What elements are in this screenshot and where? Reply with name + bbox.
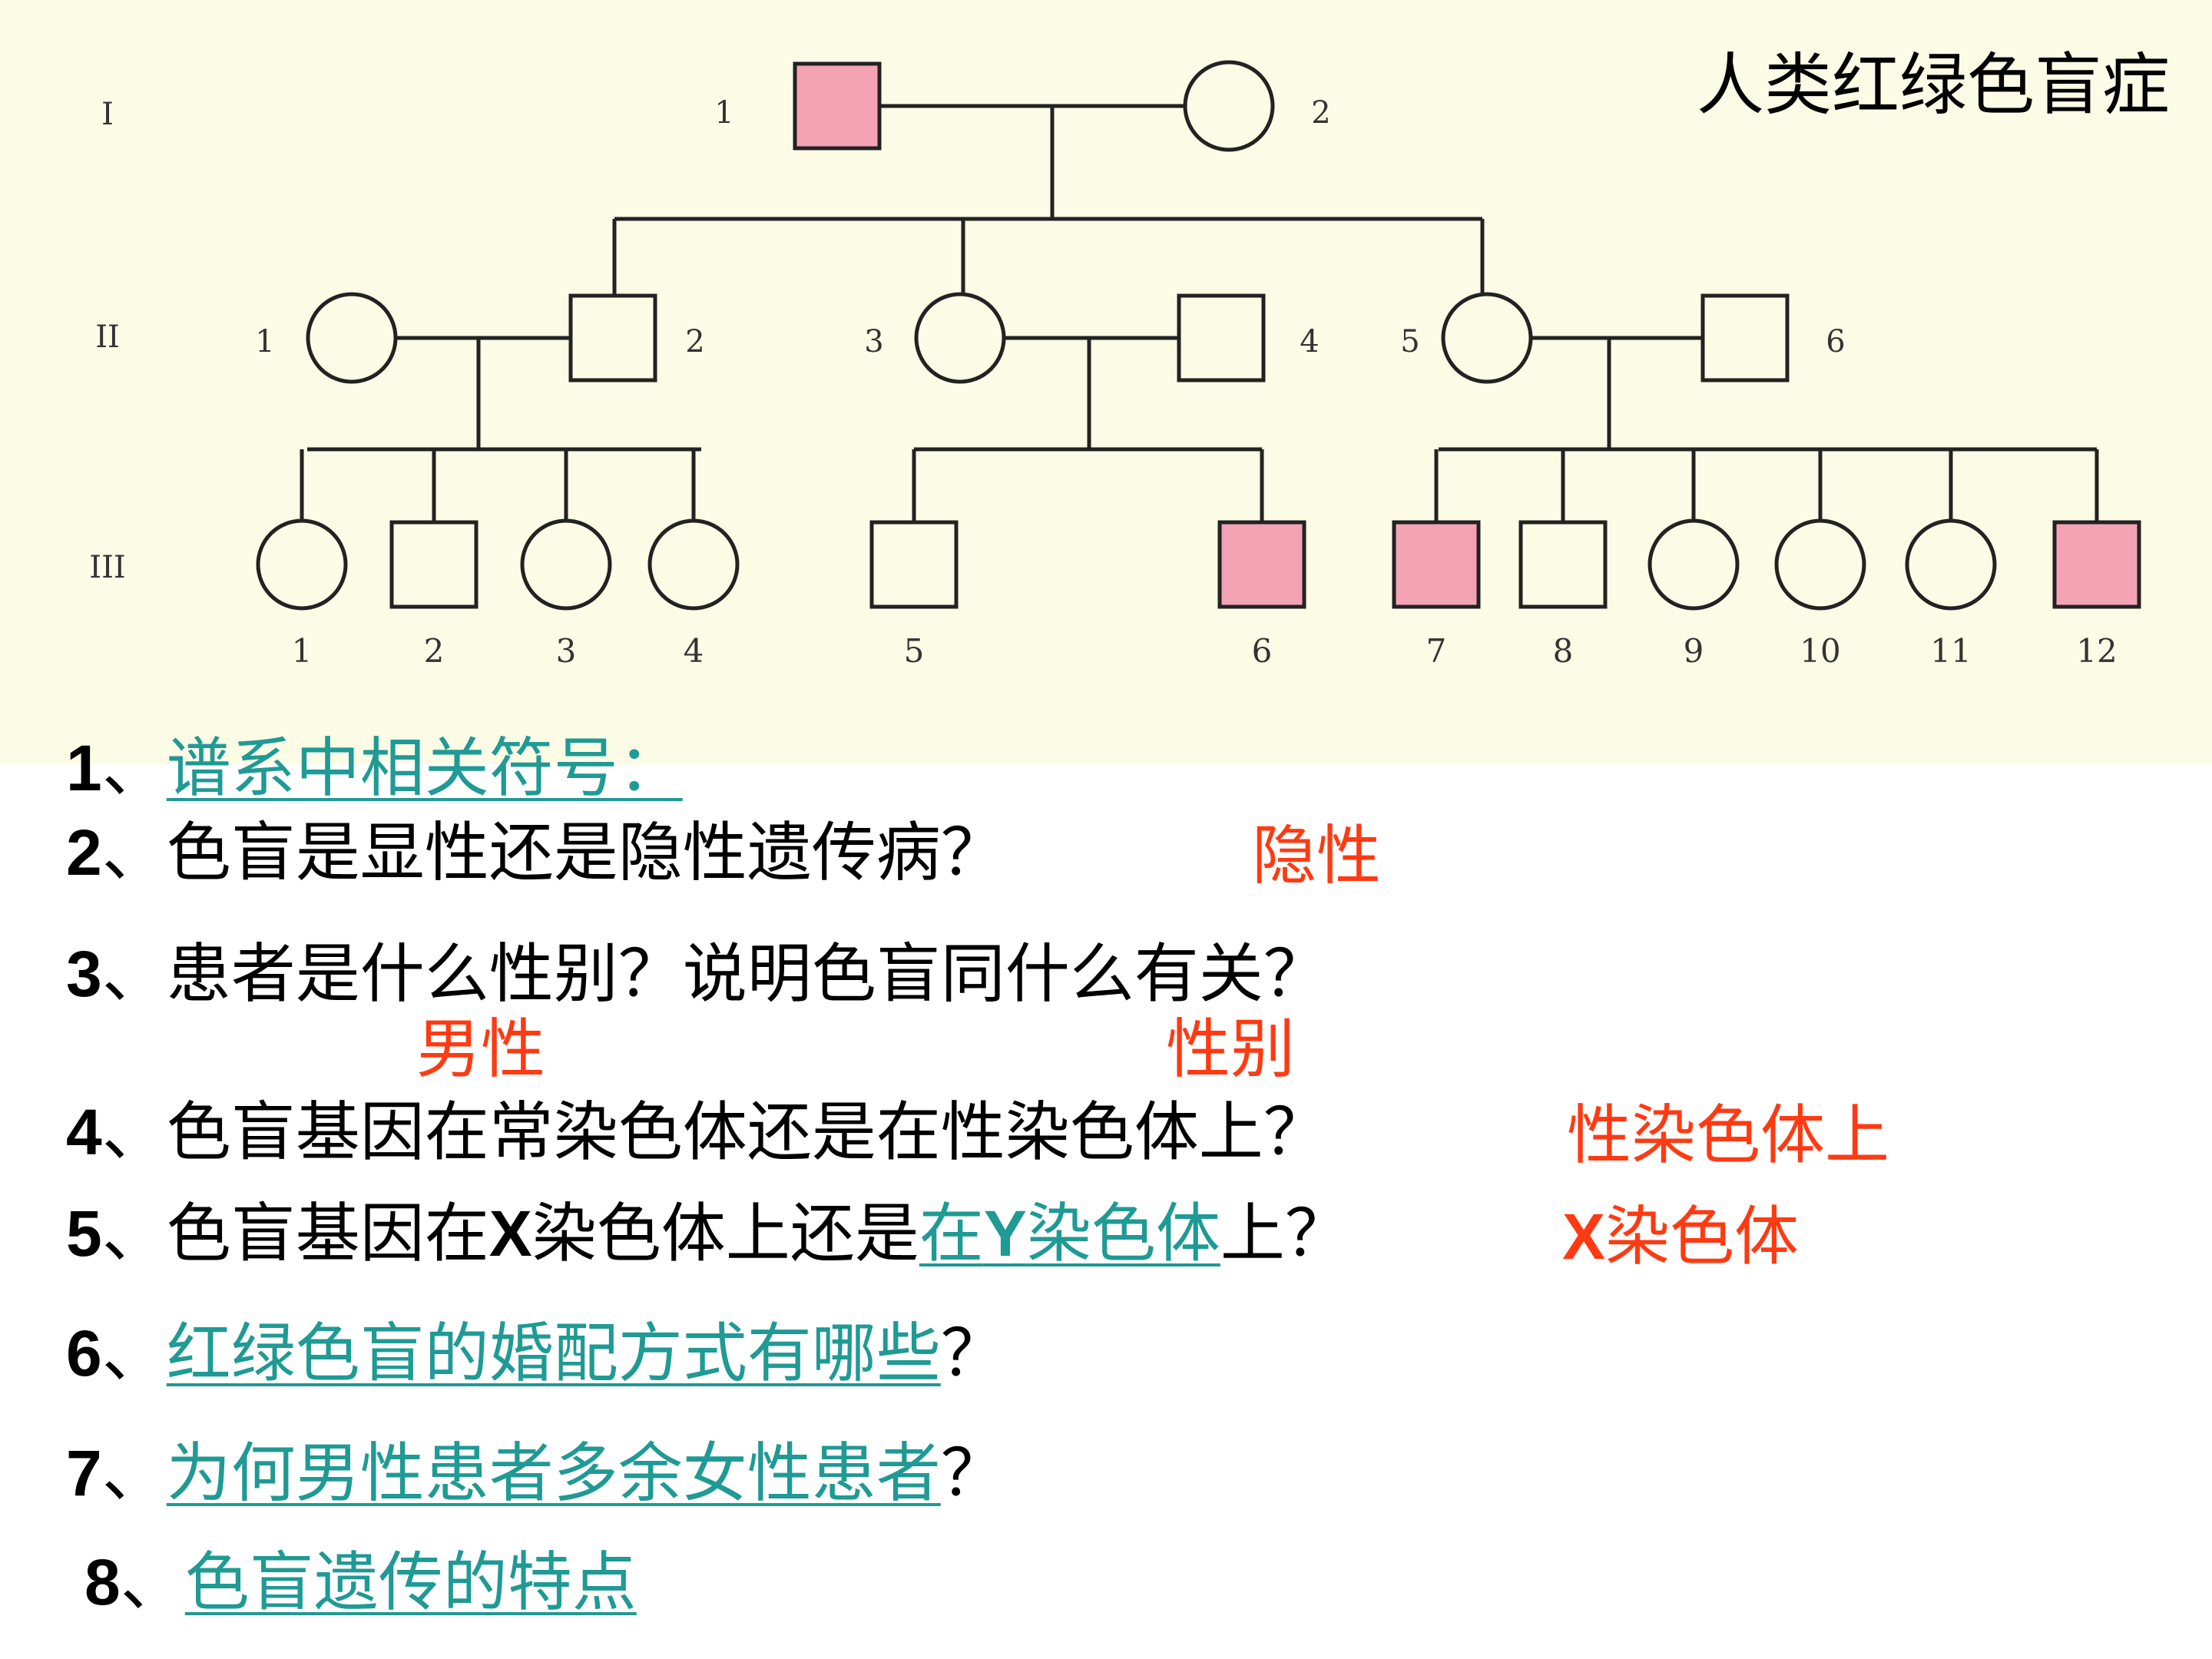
link-male-patients[interactable]: 为何男性患者多余女性患者 — [166, 1435, 941, 1511]
question-6: 6、红绿色盲的婚配方式有哪些？ — [66, 1321, 1005, 1386]
question-number: 8 — [84, 1546, 121, 1618]
question-separator: 、 — [101, 936, 167, 1012]
question-separator: 、 — [101, 1435, 167, 1511]
question-text-b: 染色体上还是 — [531, 1196, 919, 1271]
question-number: 1 — [66, 732, 102, 804]
generation-label: II — [95, 320, 120, 355]
page-title: 人类红绿色盲症 — [1696, 45, 2170, 124]
question-number: 5 — [66, 1197, 102, 1270]
question-separator: 、 — [101, 730, 167, 806]
question-text: 色盲是显性还是隐性遗传病？ — [166, 815, 1005, 890]
question-number: 3 — [66, 938, 102, 1010]
question-8: 8、色盲遗传的特点 — [84, 1550, 637, 1614]
answer-q4: 性染色体上 — [1567, 1098, 1890, 1173]
individual-label: 11 — [1930, 632, 1971, 670]
answer-q5-rest: 染色体 — [1605, 1199, 1800, 1274]
individual-label: 10 — [1800, 632, 1840, 670]
question-1: 1、谱系中相关符号： — [66, 736, 683, 800]
question-number: 7 — [66, 1437, 102, 1509]
individual-label: 9 — [1684, 632, 1704, 670]
question-text: 患者是什么性别？说明色盲同什么有关？ — [166, 936, 1328, 1012]
gen1-individual-male-symbol — [793, 61, 882, 151]
gen2-individual-male-symbol — [568, 293, 657, 382]
individual-label: 6 — [1252, 632, 1273, 670]
gen3-individual-male-symbol — [1392, 520, 1481, 609]
question-2: 2、色盲是显性还是隐性遗传病？ — [66, 820, 1005, 885]
answer-q3-related: 性别 — [1166, 1012, 1296, 1087]
gen3-individual-female-symbol — [256, 518, 348, 611]
question-separator: 、 — [101, 815, 167, 890]
gen3-individual-female-symbol — [647, 518, 740, 611]
link-y-prefix: 在 — [919, 1196, 984, 1271]
individual-label: 4 — [1300, 324, 1319, 359]
individual-label: 12 — [2076, 632, 2117, 670]
question-7: 7、为何男性患者多余女性患者？ — [66, 1441, 1005, 1505]
link-y-suffix: 染色体 — [1026, 1196, 1220, 1271]
question-4: 4、色盲基因在常染色体还是在性染色体上？ — [66, 1100, 1328, 1164]
individual-label: 3 — [556, 632, 577, 670]
gen2-individual-female-symbol — [306, 292, 398, 384]
gen3-individual-male-symbol — [1217, 520, 1306, 609]
question-x-letter: X — [488, 1197, 532, 1270]
question-text: 色盲基因在常染色体还是在性染色体上？ — [166, 1094, 1328, 1170]
gen3-individual-male-symbol — [2052, 520, 2141, 609]
gen2-individual-female-symbol — [1441, 292, 1533, 384]
individual-label: 7 — [1426, 632, 1447, 670]
question-text-end: ？ — [940, 1435, 1005, 1511]
answer-q5: X染色体 — [1562, 1204, 1799, 1269]
link-y-chromosome[interactable]: 在Y染色体 — [919, 1196, 1220, 1271]
individual-label: 5 — [904, 632, 925, 670]
individual-label: 1 — [714, 95, 733, 131]
question-number: 6 — [66, 1317, 102, 1389]
gen2-individual-male-symbol — [1700, 293, 1790, 382]
link-inheritance-features[interactable]: 色盲遗传的特点 — [184, 1545, 637, 1620]
individual-label: 1 — [292, 632, 313, 670]
individual-label: 1 — [255, 324, 274, 359]
generation-label: I — [101, 97, 114, 132]
gen3-individual-male-symbol — [869, 520, 959, 609]
individual-label: 8 — [1553, 632, 1574, 670]
gen2-individual-male-symbol — [1177, 293, 1266, 382]
individual-label: 4 — [684, 632, 704, 670]
gen3-individual-male-symbol — [1518, 520, 1608, 609]
answer-q5-x: X — [1562, 1200, 1606, 1273]
question-separator: 、 — [120, 1545, 185, 1620]
link-pedigree-symbols[interactable]: 谱系中相关符号： — [166, 730, 683, 806]
question-3: 3、患者是什么性别？说明色盲同什么有关？ — [66, 942, 1328, 1006]
question-separator: 、 — [101, 1316, 167, 1391]
gen3-individual-female-symbol — [520, 518, 612, 611]
individual-label: 2 — [685, 324, 704, 359]
link-mating-types[interactable]: 红绿色盲的婚配方式有哪些 — [166, 1316, 941, 1391]
question-number: 2 — [66, 816, 102, 889]
link-y-letter: Y — [983, 1197, 1027, 1270]
question-number: 4 — [66, 1096, 102, 1168]
answer-q2: 隐性 — [1252, 818, 1382, 893]
individual-label: 6 — [1826, 324, 1845, 359]
question-text-c: 上？ — [1220, 1196, 1349, 1271]
gen3-individual-female-symbol — [1647, 518, 1740, 611]
question-separator: 、 — [101, 1094, 167, 1170]
gen3-individual-male-symbol — [389, 520, 478, 609]
individual-label: 2 — [424, 632, 445, 670]
individual-label: 3 — [864, 324, 883, 359]
question-5: 5、色盲基因在X染色体上还是在Y染色体上？ — [66, 1201, 1349, 1266]
individual-label: 5 — [1400, 324, 1419, 359]
gen3-individual-female-symbol — [1905, 518, 1997, 611]
question-text-end: ？ — [940, 1316, 1005, 1391]
answer-q3-sex: 男性 — [416, 1012, 546, 1087]
gen1-individual-female-symbol — [1183, 60, 1275, 152]
question-text-a: 色盲基因在 — [166, 1196, 489, 1271]
gen2-individual-female-symbol — [914, 292, 1006, 384]
generation-label: III — [89, 550, 125, 585]
individual-label: 2 — [1311, 95, 1330, 131]
gen3-individual-female-symbol — [1774, 518, 1866, 611]
question-separator: 、 — [101, 1196, 167, 1271]
